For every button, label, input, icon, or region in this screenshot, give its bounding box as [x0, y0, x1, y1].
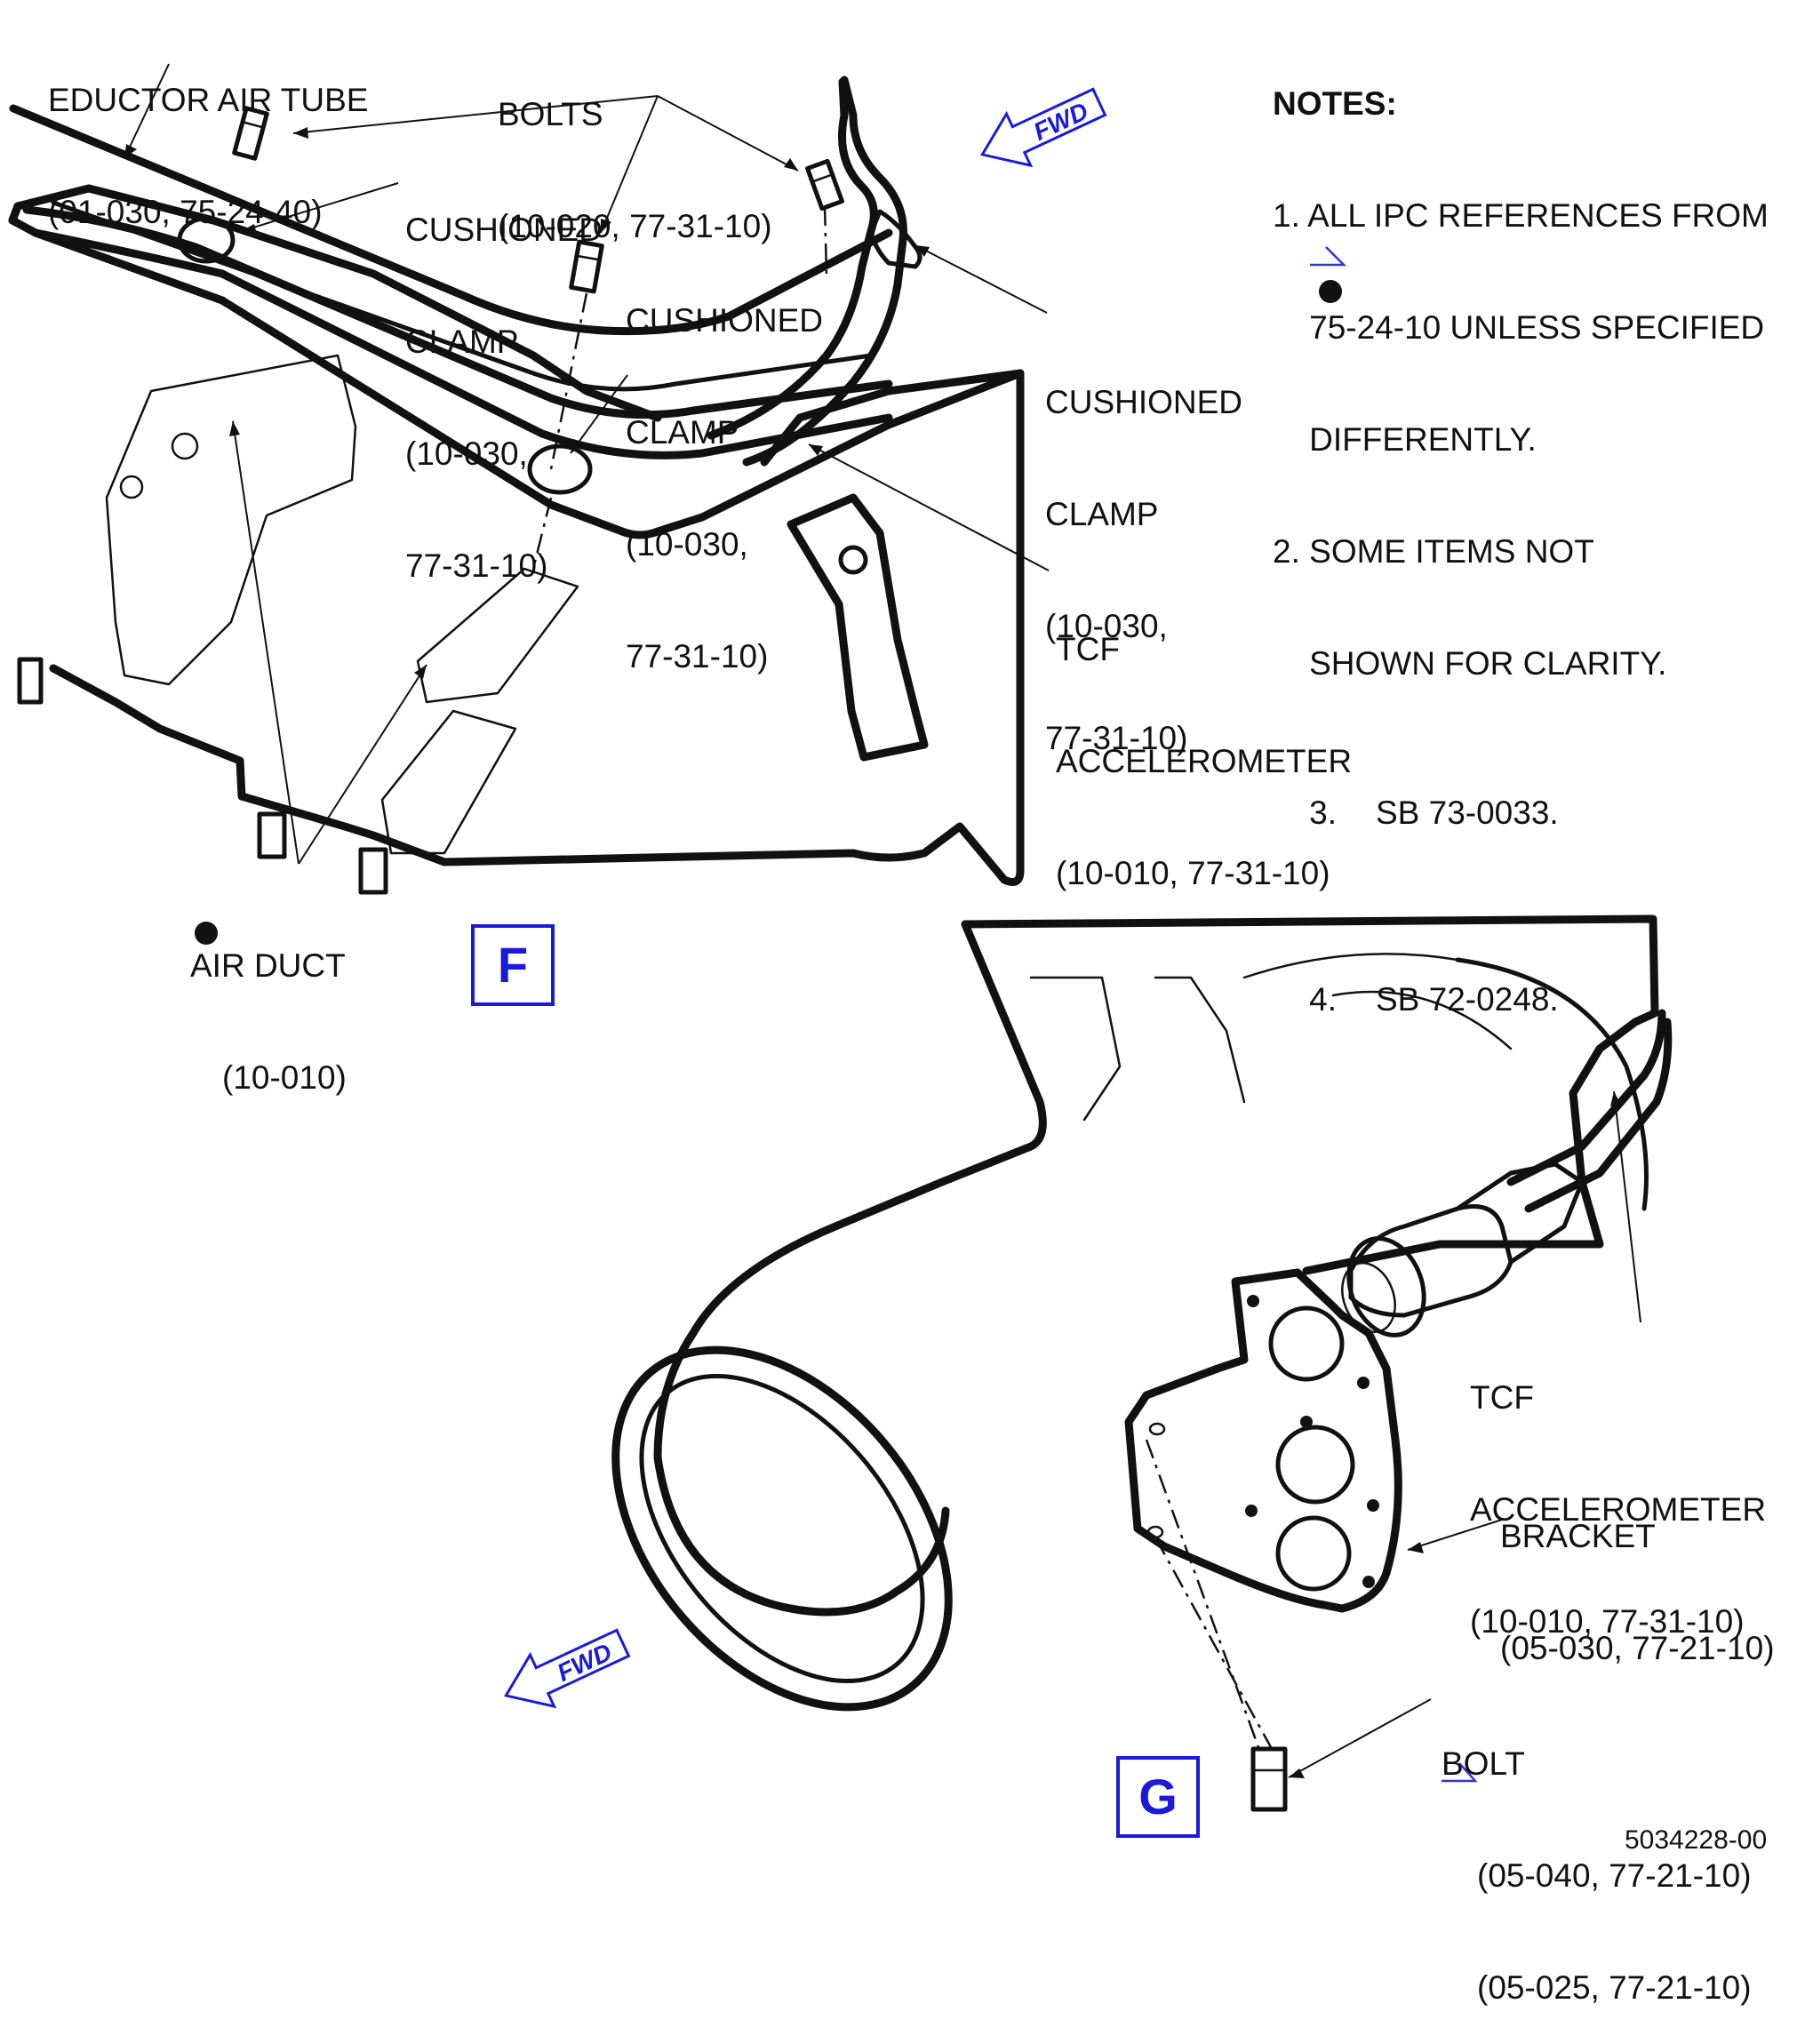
callout-cushioned-clamp-2: CUSHIONED CLAMP (10-030, 77-31-10): [626, 228, 823, 713]
plate-upper: [416, 567, 579, 704]
callout-line: (10-010, 77-31-10): [1056, 855, 1330, 891]
note-line: 2. SOME ITEMS NOT: [1273, 533, 1594, 570]
fwd-arrow-g: FWD: [503, 1628, 631, 1709]
duct-opening: [611, 1345, 953, 1712]
accelerometer-cable: [742, 76, 907, 467]
bolt-f-4: [17, 657, 44, 705]
callout-line: AIR DUCT: [190, 947, 346, 984]
sb-dot-note4: [1319, 280, 1342, 303]
callout-line: (05-040, 77-21-10): [1477, 1857, 1752, 1894]
plate-lower: [380, 709, 517, 855]
callout-line: (05-025, 77-21-10): [1477, 1969, 1752, 2006]
callout-line: 77-31-10): [405, 547, 548, 584]
note-line: SHOWN FOR CLARITY.: [1273, 645, 1667, 682]
hanging-bracket: [787, 493, 929, 762]
parts-drawing: FWD FWD: [8, 63, 1673, 1812]
callout-line: CUSHIONED: [626, 302, 824, 339]
view-g-drawing: [611, 914, 1673, 1812]
note-text: SB 72-0248.: [1375, 981, 1559, 1018]
callout-line: TCF: [1056, 631, 1120, 667]
sb-dot-airduct: [195, 922, 218, 945]
air-duct-shape: [105, 354, 357, 686]
callout-line: (10-010, 77-31-10): [1470, 1603, 1745, 1640]
callout-line: CLAMP: [626, 414, 739, 451]
callout-bolts: BOLTS (10-020, 77-31-10): [498, 21, 772, 283]
sb-flag-note3: [1310, 246, 1347, 267]
cushioned-clamp-2-shape: [527, 443, 593, 495]
bolt-g: [1250, 1746, 1288, 1812]
notes-title: NOTES:: [1273, 85, 1397, 122]
callout-line: 77-31-10): [626, 638, 769, 675]
upper-panel: [961, 914, 1659, 1275]
callout-bracket: BRACKET (05-030, 77-21-10): [1500, 1443, 1775, 1705]
tcf-accelerometer-f: [868, 209, 922, 269]
note-number: 4.: [1309, 981, 1337, 1018]
callout-line: (10-030,: [405, 435, 528, 472]
note-line: 1. ALL IPC REFERENCES FROM: [1273, 197, 1769, 234]
bolt-f-5: [257, 811, 287, 859]
illustration-stage: FWD FWD: [8, 7, 1775, 2006]
bolt-f-6: [358, 847, 388, 895]
duct-barrel: [653, 1453, 950, 1617]
accelerometer-cable-g: [1506, 1009, 1666, 1186]
callout-line: EDUCTOR AIR TUBE: [48, 82, 369, 118]
callout-line: CUSHIONED: [1045, 384, 1243, 420]
callout-line: (10-030,: [1045, 608, 1168, 644]
figure-number: 5034228-00: [1625, 1825, 1768, 1855]
callout-line: (10-020, 77-31-10): [498, 208, 772, 244]
callout-cushioned-clamp-1: CUSHIONED CLAMP (10-030, 77-31-10): [405, 137, 603, 622]
callout-line: (10-030,: [626, 526, 748, 563]
callout-line: (10-010): [222, 1059, 347, 1096]
tcf-accelerometer-g: [1348, 1204, 1513, 1318]
callout-line: BRACKET: [1500, 1518, 1656, 1554]
air-duct-frame: [8, 202, 1025, 886]
callout-line: BOLTS: [498, 96, 603, 132]
bracket-g: [1124, 1268, 1402, 1613]
callout-line: (05-030, 77-21-10): [1500, 1630, 1775, 1666]
note-text: SB 73-0033.: [1375, 794, 1559, 831]
callout-line: CUSHIONED: [405, 212, 603, 248]
callout-tcf-accelerometer-g: TCF ACCELEROMETER (10-010, 77-31-10): [1470, 1305, 1766, 1678]
callout-line: ACCELEROMETER: [1470, 1491, 1767, 1528]
bolt-f-3: [805, 158, 844, 212]
callout-line: BOLT: [1442, 1745, 1525, 1782]
callout-cushioned-clamp-3: CUSHIONED CLAMP (10-030, 77-31-10): [1045, 309, 1242, 794]
view-f-label: F: [471, 924, 555, 1006]
view-g-label: G: [1116, 1756, 1200, 1838]
bolt-f-1: [232, 106, 269, 161]
callout-line: 77-31-10): [1045, 720, 1188, 756]
callout-line: CLAMP: [405, 323, 519, 360]
eductor-air-tube: [9, 104, 893, 336]
fwd-arrow-f: FWD: [979, 87, 1107, 168]
note-line: DIFFERENTLY.: [1273, 421, 1537, 458]
sb-flag-bolt: [1442, 1762, 1478, 1783]
callout-line: TCF: [1470, 1379, 1534, 1416]
callout-line: CLAMP: [1045, 496, 1159, 532]
callout-line: (01-030, 75-24-40): [48, 194, 323, 230]
bolt-f-2: [569, 239, 604, 294]
callout-eductor-air-tube: EDUCTOR AIR TUBE (01-030, 75-24-40): [48, 7, 368, 268]
callout-air-duct: AIR DUCT (10-010): [190, 873, 347, 1134]
cushioned-clamp-1-shape: [177, 216, 236, 264]
note-number: 3.: [1309, 794, 1337, 831]
notes-block: NOTES: 1. ALL IPC REFERENCES FROM 75-24-…: [1273, 11, 1769, 1093]
note-line-sb-flag: 3. SB 73-0033.: [1273, 757, 1769, 869]
callout-tcf-accelerometer-f: TCF ACCELEROMETER (10-010, 77-31-10): [1056, 556, 1352, 930]
note-line: 75-24-10 UNLESS SPECIFIED: [1273, 309, 1765, 346]
note-line-sb-dot: 4. SB 72-0248.: [1273, 944, 1769, 1056]
callout-line: ACCELEROMETER: [1056, 743, 1353, 779]
view-f-drawing: [8, 63, 1050, 895]
